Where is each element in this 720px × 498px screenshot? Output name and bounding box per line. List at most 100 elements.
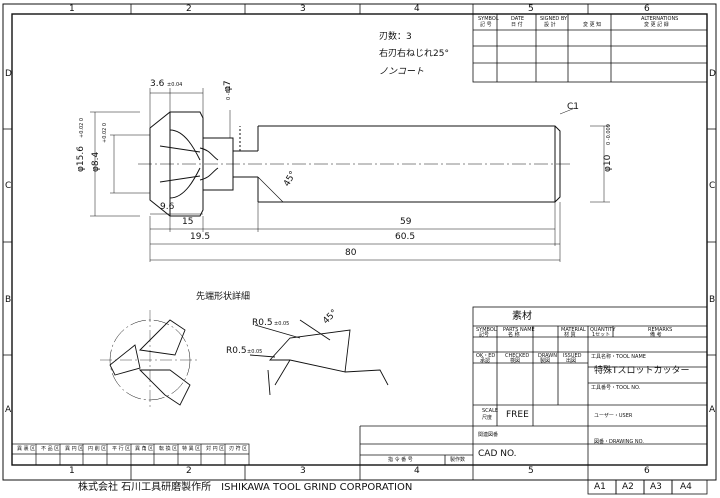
company-name: 株式会社 石川工具研磨製作所 ISHIKAWA TOOL GRIND CORPO… bbox=[78, 482, 413, 493]
drawing-no-label: 図番・DRAWING NO. bbox=[594, 439, 644, 445]
rev-header-change: 変 更 知 bbox=[583, 22, 602, 28]
sheet-size-a3: A3 bbox=[650, 482, 662, 492]
approval-header-drawn-jp: 製図 bbox=[540, 358, 551, 364]
instruction-label: 指 令 番 号 bbox=[388, 457, 413, 463]
rev-header-symbol: SYMBOL bbox=[478, 16, 499, 22]
dim-r2-tol: ±0.05 bbox=[247, 349, 263, 355]
note-helix: 右刃右ねじれ25° bbox=[379, 49, 449, 59]
column-label-5-bottom: 5 bbox=[528, 466, 534, 476]
bottom-header-9: 刃 符 区 bbox=[229, 446, 248, 452]
row-label-b: B bbox=[5, 295, 12, 305]
scale-label-en: SCALE bbox=[482, 408, 499, 414]
parts-header-name: PARTS NAME bbox=[503, 327, 535, 333]
column-label-1: 1 bbox=[69, 4, 75, 14]
tool-no-label: 工具番号・TOOL NO. bbox=[591, 385, 641, 391]
parts-header-name-jp: 名 称 bbox=[508, 332, 520, 338]
sheet-size-boxes bbox=[587, 479, 708, 495]
parts-header-remarks-jp: 備 考 bbox=[650, 332, 662, 338]
rev-header-date: DATE bbox=[511, 16, 525, 22]
dim-inner-dia-tol: +0.02 0 bbox=[102, 122, 108, 143]
sheet-size-a4: A4 bbox=[680, 482, 692, 492]
rev-header-date-jp: 日 付 bbox=[511, 22, 523, 28]
approval-header-checked: CHECKED bbox=[505, 353, 530, 359]
row-label-a: A bbox=[5, 405, 12, 415]
dim-r1-tol: ±0.05 bbox=[274, 321, 290, 327]
sheet-size-a1: A1 bbox=[594, 482, 606, 492]
rev-header-alternations-jp: 変 更 記 録 bbox=[644, 22, 669, 28]
approval-header-issued-jp: 出図 bbox=[566, 358, 577, 364]
edge-detail bbox=[249, 319, 389, 396]
bottom-header-5: 異 角 区 bbox=[135, 446, 154, 452]
approval-header-ok: OK・ED bbox=[476, 353, 496, 359]
tool-name-label: 工具名称・TOOL NAME bbox=[591, 354, 646, 360]
dim-15: 15 bbox=[182, 217, 194, 227]
dim-60-5: 60.5 bbox=[395, 232, 416, 242]
title-block-grid bbox=[359, 306, 708, 466]
parts-header-material-jp: 材 質 bbox=[564, 332, 576, 338]
rev-header-signed-jp: 設 計 bbox=[544, 22, 556, 28]
dim-59: 59 bbox=[400, 217, 412, 227]
row-label-a-right: A bbox=[709, 405, 716, 415]
column-label-5: 5 bbox=[528, 4, 534, 14]
row-label-d-right: D bbox=[709, 69, 716, 79]
row-label-c-right: C bbox=[709, 181, 716, 191]
scale-value: FREE bbox=[506, 410, 529, 420]
end-view bbox=[100, 310, 200, 410]
zone-ticks bbox=[3, 4, 716, 480]
production-label: 製作数 bbox=[450, 457, 466, 463]
dim-r2: R0.5 bbox=[226, 346, 247, 356]
material-label: 素材 bbox=[512, 311, 532, 322]
bottom-header-6: 転 換 区 bbox=[159, 446, 178, 452]
parts-header-symbol-jp: 記号 bbox=[479, 332, 490, 338]
dimension-lines bbox=[90, 88, 610, 262]
rev-header-symbol-jp: 記 号 bbox=[480, 22, 492, 28]
dim-shank-tol: 0 -0.009 bbox=[606, 124, 612, 145]
related-label: 関連図番 bbox=[478, 432, 499, 438]
scale-label-jp: 尺度 bbox=[482, 415, 493, 421]
outer-frame bbox=[2, 3, 717, 481]
dim-neck-tol: 0 -0.1 bbox=[226, 85, 232, 100]
parts-header-remarks: REMARKS bbox=[648, 327, 673, 333]
dim-head-dia-tol: +0.02 0 bbox=[79, 117, 85, 138]
rev-header-signed: SIGNED BY bbox=[540, 16, 568, 22]
column-label-4-bottom: 4 bbox=[414, 466, 420, 476]
parts-header-material: MATERIAL bbox=[561, 327, 586, 333]
sheet-size-a2: A2 bbox=[622, 482, 634, 492]
dim-head-dia: φ15.6 bbox=[76, 146, 86, 172]
column-label-6: 6 bbox=[644, 4, 650, 14]
user-label: ユーザー・USER bbox=[594, 413, 633, 419]
tool-name: 特殊Tスロットカッター bbox=[594, 366, 690, 376]
dim-9-6: 9.6 bbox=[160, 202, 175, 212]
column-label-2-bottom: 2 bbox=[186, 466, 192, 476]
column-label-6-bottom: 6 bbox=[644, 466, 650, 476]
column-label-1-bottom: 1 bbox=[69, 466, 75, 476]
dim-head-width: 3.6 bbox=[150, 79, 165, 89]
parts-header-symbol: SYMBOL bbox=[476, 327, 497, 333]
bottom-header-8: 対 円 区 bbox=[206, 446, 225, 452]
bottom-header-0: 異 裏 区 bbox=[17, 446, 36, 452]
column-label-3-bottom: 3 bbox=[300, 466, 306, 476]
dim-80: 80 bbox=[345, 248, 357, 258]
note-coating: ノンコート bbox=[379, 67, 425, 77]
bottom-header-3: 円 削 区 bbox=[88, 446, 107, 452]
column-label-3: 3 bbox=[300, 4, 306, 14]
row-label-d: D bbox=[5, 69, 12, 79]
bottom-header-4: 平 行 区 bbox=[112, 446, 131, 452]
bottom-header-7: 特 異 区 bbox=[182, 446, 201, 452]
revision-table bbox=[472, 13, 708, 83]
cad-label: CAD NO. bbox=[478, 449, 517, 459]
tool-outline bbox=[149, 111, 561, 217]
dim-chamfer: C1 bbox=[567, 102, 580, 112]
approval-header-ok-jp: 承認 bbox=[480, 358, 491, 364]
dim-head-width-tol: ±0.04 bbox=[167, 82, 183, 88]
inner-frame bbox=[11, 13, 708, 466]
column-label-4: 4 bbox=[414, 4, 420, 14]
parts-header-quantity: QUANTITY bbox=[590, 327, 616, 333]
approval-header-checked-jp: 検図 bbox=[510, 358, 521, 364]
detail-title: 先端形状詳細 bbox=[196, 292, 251, 302]
dim-r1: R0.5 bbox=[252, 318, 273, 328]
column-label-2: 2 bbox=[186, 4, 192, 14]
approval-header-drawn: DRAWN bbox=[538, 353, 557, 359]
